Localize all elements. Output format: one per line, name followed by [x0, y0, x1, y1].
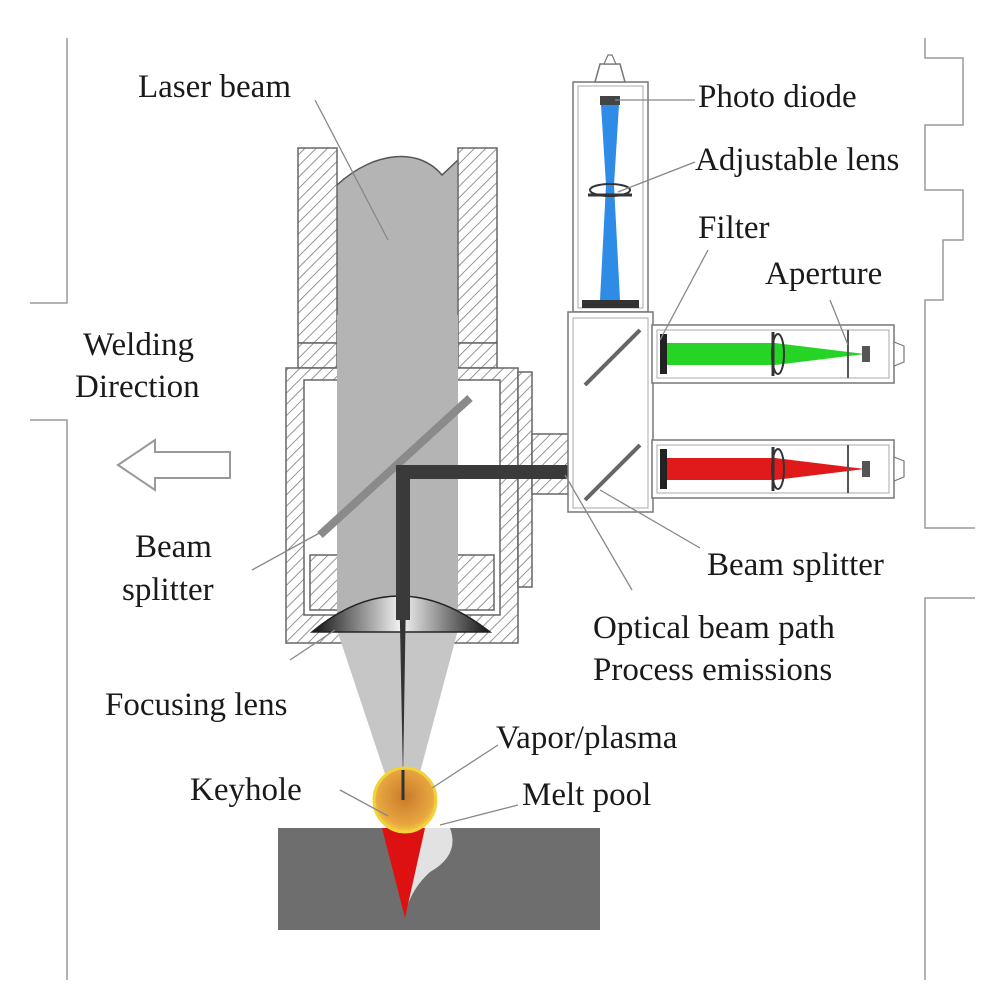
label-laser-beam: Laser beam — [138, 69, 291, 105]
label-focusing-lens: Focusing lens — [105, 687, 287, 723]
nozzle-housing-walls — [297, 147, 498, 369]
label-filter: Filter — [698, 210, 770, 246]
red-channel-arm — [651, 439, 905, 499]
label-keyhole: Keyhole — [190, 772, 302, 808]
label-welding-direction-line1: Welding — [83, 327, 194, 363]
left-beam-splitter-mirror — [317, 395, 473, 538]
label-beam-splitter-left-line2: splitter — [122, 572, 214, 608]
label-beam-splitter-left-line1: Beam — [135, 529, 212, 565]
green-channel-arm — [651, 324, 905, 384]
vapor-plasma — [372, 766, 438, 834]
laser-beam-upper — [336, 155, 459, 315]
label-adjustable-lens: Adjustable lens — [695, 142, 899, 178]
label-aperture: Aperture — [765, 256, 882, 292]
welding-direction-arrow — [116, 438, 231, 492]
label-beam-splitter-right: Beam splitter — [707, 547, 884, 583]
label-process-emissions: Process emissions — [593, 652, 832, 688]
dichroic-filters — [583, 328, 642, 502]
label-photo-diode: Photo diode — [698, 79, 857, 115]
labels: Laser beam Photo diode Adjustable lens F… — [75, 69, 899, 813]
leader-lines — [251, 99, 849, 826]
label-welding-direction-line2: Direction — [75, 369, 200, 405]
label-optical-beam-path: Optical beam path — [593, 610, 835, 646]
photo-diode-arm — [572, 54, 649, 313]
keyhole — [382, 828, 425, 918]
label-vapor-plasma: Vapor/plasma — [496, 720, 678, 756]
label-melt-pool: Melt pool — [522, 777, 651, 813]
frame-brackets — [30, 38, 975, 980]
optics-splitter-block — [567, 311, 654, 513]
laser-focus-cone — [337, 630, 458, 795]
